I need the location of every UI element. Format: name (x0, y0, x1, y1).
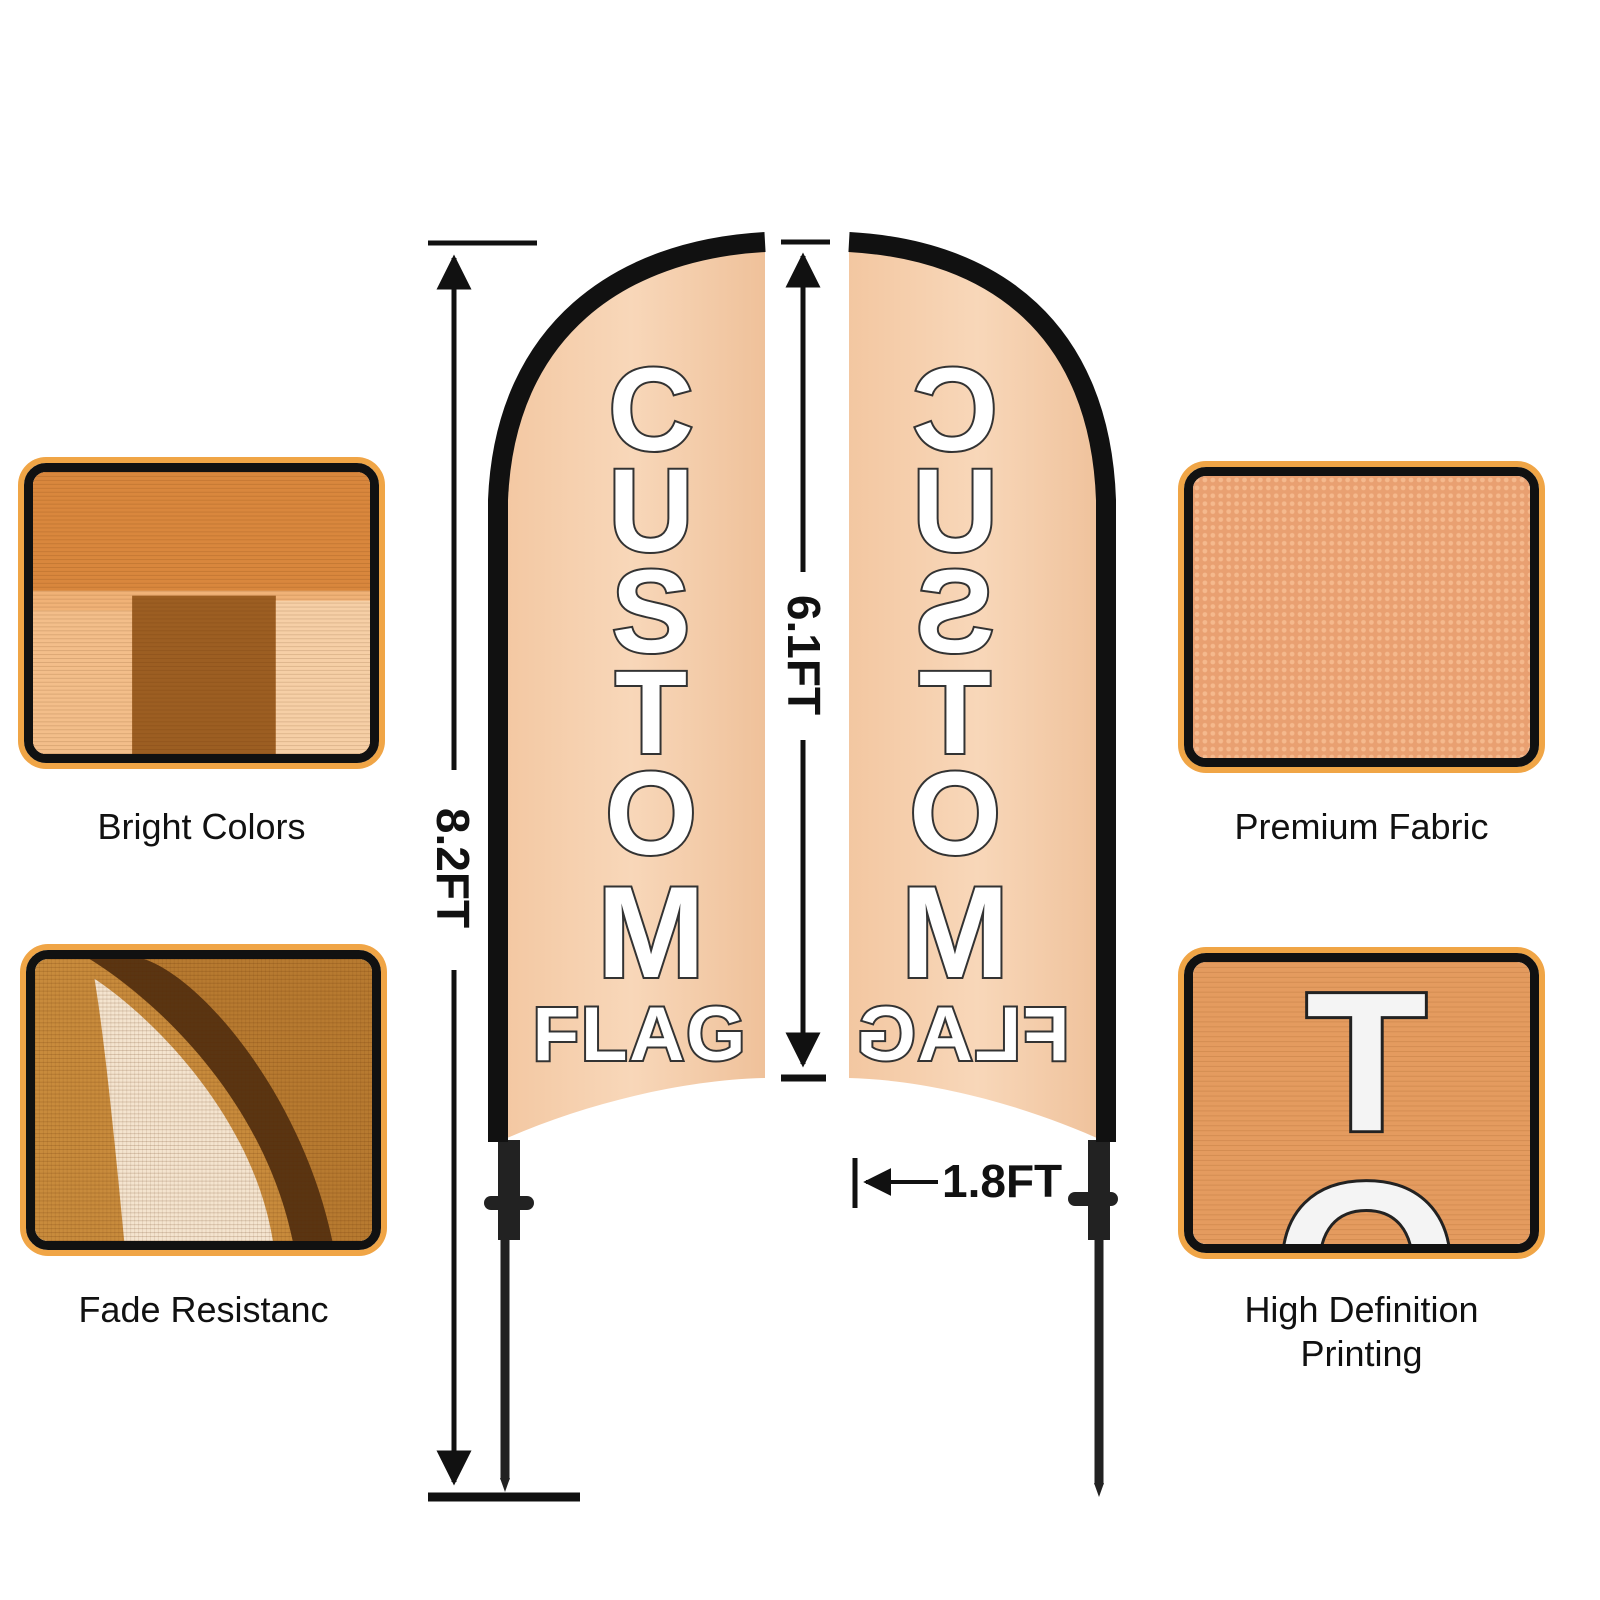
total-height-label: 8.2FT (427, 808, 479, 928)
flag-back-letter-4: O (909, 748, 1001, 880)
flag-front-letter-5: M (597, 859, 705, 1005)
hd-detail-letter-o: O (1274, 1134, 1459, 1244)
hd-printing-caption: High Definition Printing (1184, 1288, 1539, 1376)
hd-detail-letter-t: T (1306, 962, 1427, 1172)
bright-colors-caption: Bright Colors (97, 806, 306, 847)
flag-front-letter-3: T (615, 647, 687, 779)
hd-printing-line2: Printing (1300, 1333, 1423, 1374)
hd-printing-swatch: T O (1184, 953, 1539, 1253)
bright-colors-swatch (24, 463, 379, 763)
premium-fabric-swatch (1184, 467, 1539, 767)
flag-width-dimension: 1.8FT (852, 1155, 1062, 1208)
flag-back-subword: FLAG (855, 992, 1070, 1077)
flag-back-letter-3: T (919, 647, 991, 779)
flag-front-letter-0: C (608, 344, 693, 476)
premium-fabric-caption: Premium Fabric (1234, 806, 1489, 847)
flag-back-letter-5: M (901, 859, 1009, 1005)
flag-front-letter-2: S (612, 546, 691, 678)
fade-resistance-caption: Fade Resistanc (78, 1289, 329, 1330)
flag-width-label: 1.8FT (942, 1155, 1062, 1207)
flag-height-label: 6.1FT (778, 595, 830, 715)
flag-back-letter-0: C (912, 344, 997, 476)
flag-back-letter-1: U (912, 445, 997, 577)
fade-resistance-swatch (26, 950, 381, 1250)
total-height-dimension: 8.2FT (427, 240, 580, 1502)
flag-front-letter-4: O (605, 748, 697, 880)
flag-front-letter-1: U (608, 445, 693, 577)
flag-front-subword: FLAG (533, 992, 748, 1077)
flag-height-dimension: 6.1FT (778, 239, 830, 1082)
hd-printing-line1: High Definition (1244, 1289, 1479, 1330)
flag-back-letter-2: S (916, 546, 995, 678)
